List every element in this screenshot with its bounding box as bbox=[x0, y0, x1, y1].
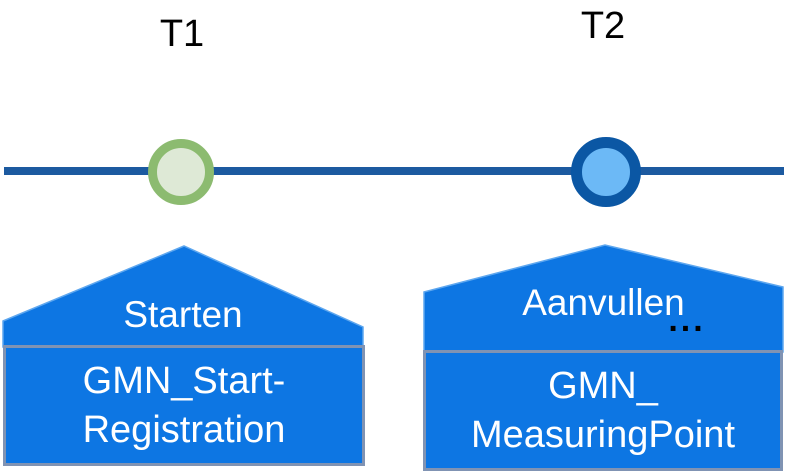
box-right-line2: MeasuringPoint bbox=[470, 413, 736, 456]
timeline-label-t1: T1 bbox=[159, 13, 205, 55]
box-left-line1: GMN_Start- bbox=[82, 359, 286, 402]
box-right-line1: GMN_ bbox=[548, 364, 658, 407]
callout-box-start-registration: GMN_Start- Registration bbox=[3, 345, 365, 466]
ellipsis-label: ... bbox=[668, 301, 706, 339]
banner-label-aanvullen: Aanvullen bbox=[522, 282, 685, 323]
callout-box-measuring-point: GMN_ MeasuringPoint bbox=[423, 350, 783, 471]
banner-shape-left bbox=[2, 245, 364, 348]
timeline-line bbox=[4, 167, 784, 175]
timeline-label-t2: T2 bbox=[580, 5, 626, 47]
banner-label-starten: Starten bbox=[123, 294, 243, 335]
banner-shape-right bbox=[423, 244, 784, 353]
box-left-line2: Registration bbox=[82, 408, 286, 451]
timeline-point-t1 bbox=[148, 139, 214, 205]
timeline-point-t2 bbox=[571, 137, 641, 207]
